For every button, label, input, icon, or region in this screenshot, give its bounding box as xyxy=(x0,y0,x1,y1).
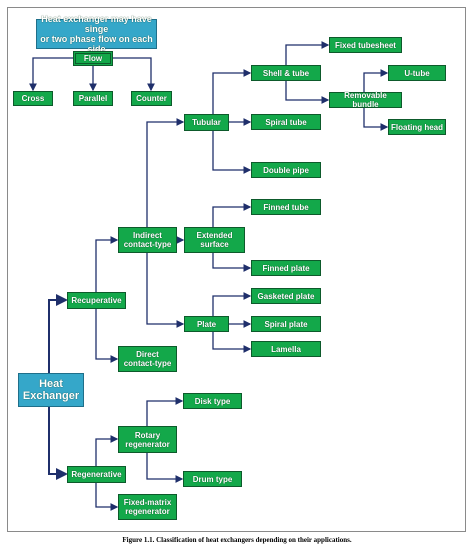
node-spiral-tube: Spiral tube xyxy=(251,114,321,130)
node-removable-bundle: Removable bundle xyxy=(329,91,402,109)
node-parallel: Parallel xyxy=(73,91,113,106)
node-double-pipe: Double pipe xyxy=(251,162,321,178)
node-gasketed-plate: Gasketed plate xyxy=(251,288,321,304)
node-indirect: Indirect contact-type xyxy=(118,227,177,253)
note-box: Heat exchanger may have singe or two pha… xyxy=(36,14,157,54)
node-fixed-matrix: Fixed-matrix regenerator xyxy=(118,494,177,520)
edge-ext-finnedtube xyxy=(212,203,252,227)
edge-tub-shell xyxy=(212,69,252,114)
edge-plate-lamella xyxy=(212,332,252,353)
figure-caption: Figure 1.1. Classification of heat excha… xyxy=(122,536,352,544)
edge-ind-plate xyxy=(146,253,185,328)
node-heat-exchanger: Heat Exchanger xyxy=(18,373,84,407)
edge-hx-recuperative xyxy=(48,294,68,373)
node-plate: Plate xyxy=(184,316,229,332)
node-shell-tube: Shell & tube xyxy=(251,65,321,81)
node-lamella: Lamella xyxy=(251,341,321,357)
edge-shell-fixed xyxy=(285,41,330,65)
edge-ind-tubular xyxy=(146,118,185,227)
node-disk-type: Disk type xyxy=(183,393,242,409)
node-cross: Cross xyxy=(13,91,53,106)
edge-hx-regenerative xyxy=(48,407,68,480)
node-recuperative: Recuperative xyxy=(67,292,126,309)
edge-plate-gasketed xyxy=(212,292,252,316)
node-flow: Flow xyxy=(73,51,113,66)
edge-rem-floating xyxy=(363,108,389,131)
node-finned-plate: Finned plate xyxy=(251,260,321,276)
edge-shell-removable xyxy=(285,81,330,104)
node-regenerative: Regenerative xyxy=(67,466,126,483)
node-floating-head: Floating head xyxy=(388,119,446,135)
figure-frame xyxy=(7,7,466,532)
node-fixed-tubesheet: Fixed tubesheet xyxy=(329,37,402,53)
node-u-tube: U-tube xyxy=(388,65,446,81)
edge-reg-rotary xyxy=(95,435,119,466)
node-tubular: Tubular xyxy=(184,114,229,131)
edge-rem-utube xyxy=(363,69,389,92)
edge-ext-finnedplate xyxy=(212,253,252,272)
edge-rec-indirect xyxy=(95,236,119,292)
node-spiral-plate: Spiral plate xyxy=(251,316,321,332)
node-counter: Counter xyxy=(131,91,172,106)
edge-rot-disk xyxy=(146,397,184,426)
node-extended: Extended surface xyxy=(184,227,245,253)
node-drum-type: Drum type xyxy=(183,471,242,487)
edge-tub-double xyxy=(212,131,252,174)
edge-rot-drum xyxy=(146,453,184,483)
edge-flow-cross xyxy=(29,57,73,92)
edge-reg-fixedmatrix xyxy=(95,483,119,511)
node-finned-tube: Finned tube xyxy=(251,199,321,215)
node-rotary: Rotary regenerator xyxy=(118,426,177,453)
node-direct: Direct contact-type xyxy=(118,346,177,372)
edge-flow-counter xyxy=(113,57,155,92)
edge-rec-direct xyxy=(95,309,119,363)
